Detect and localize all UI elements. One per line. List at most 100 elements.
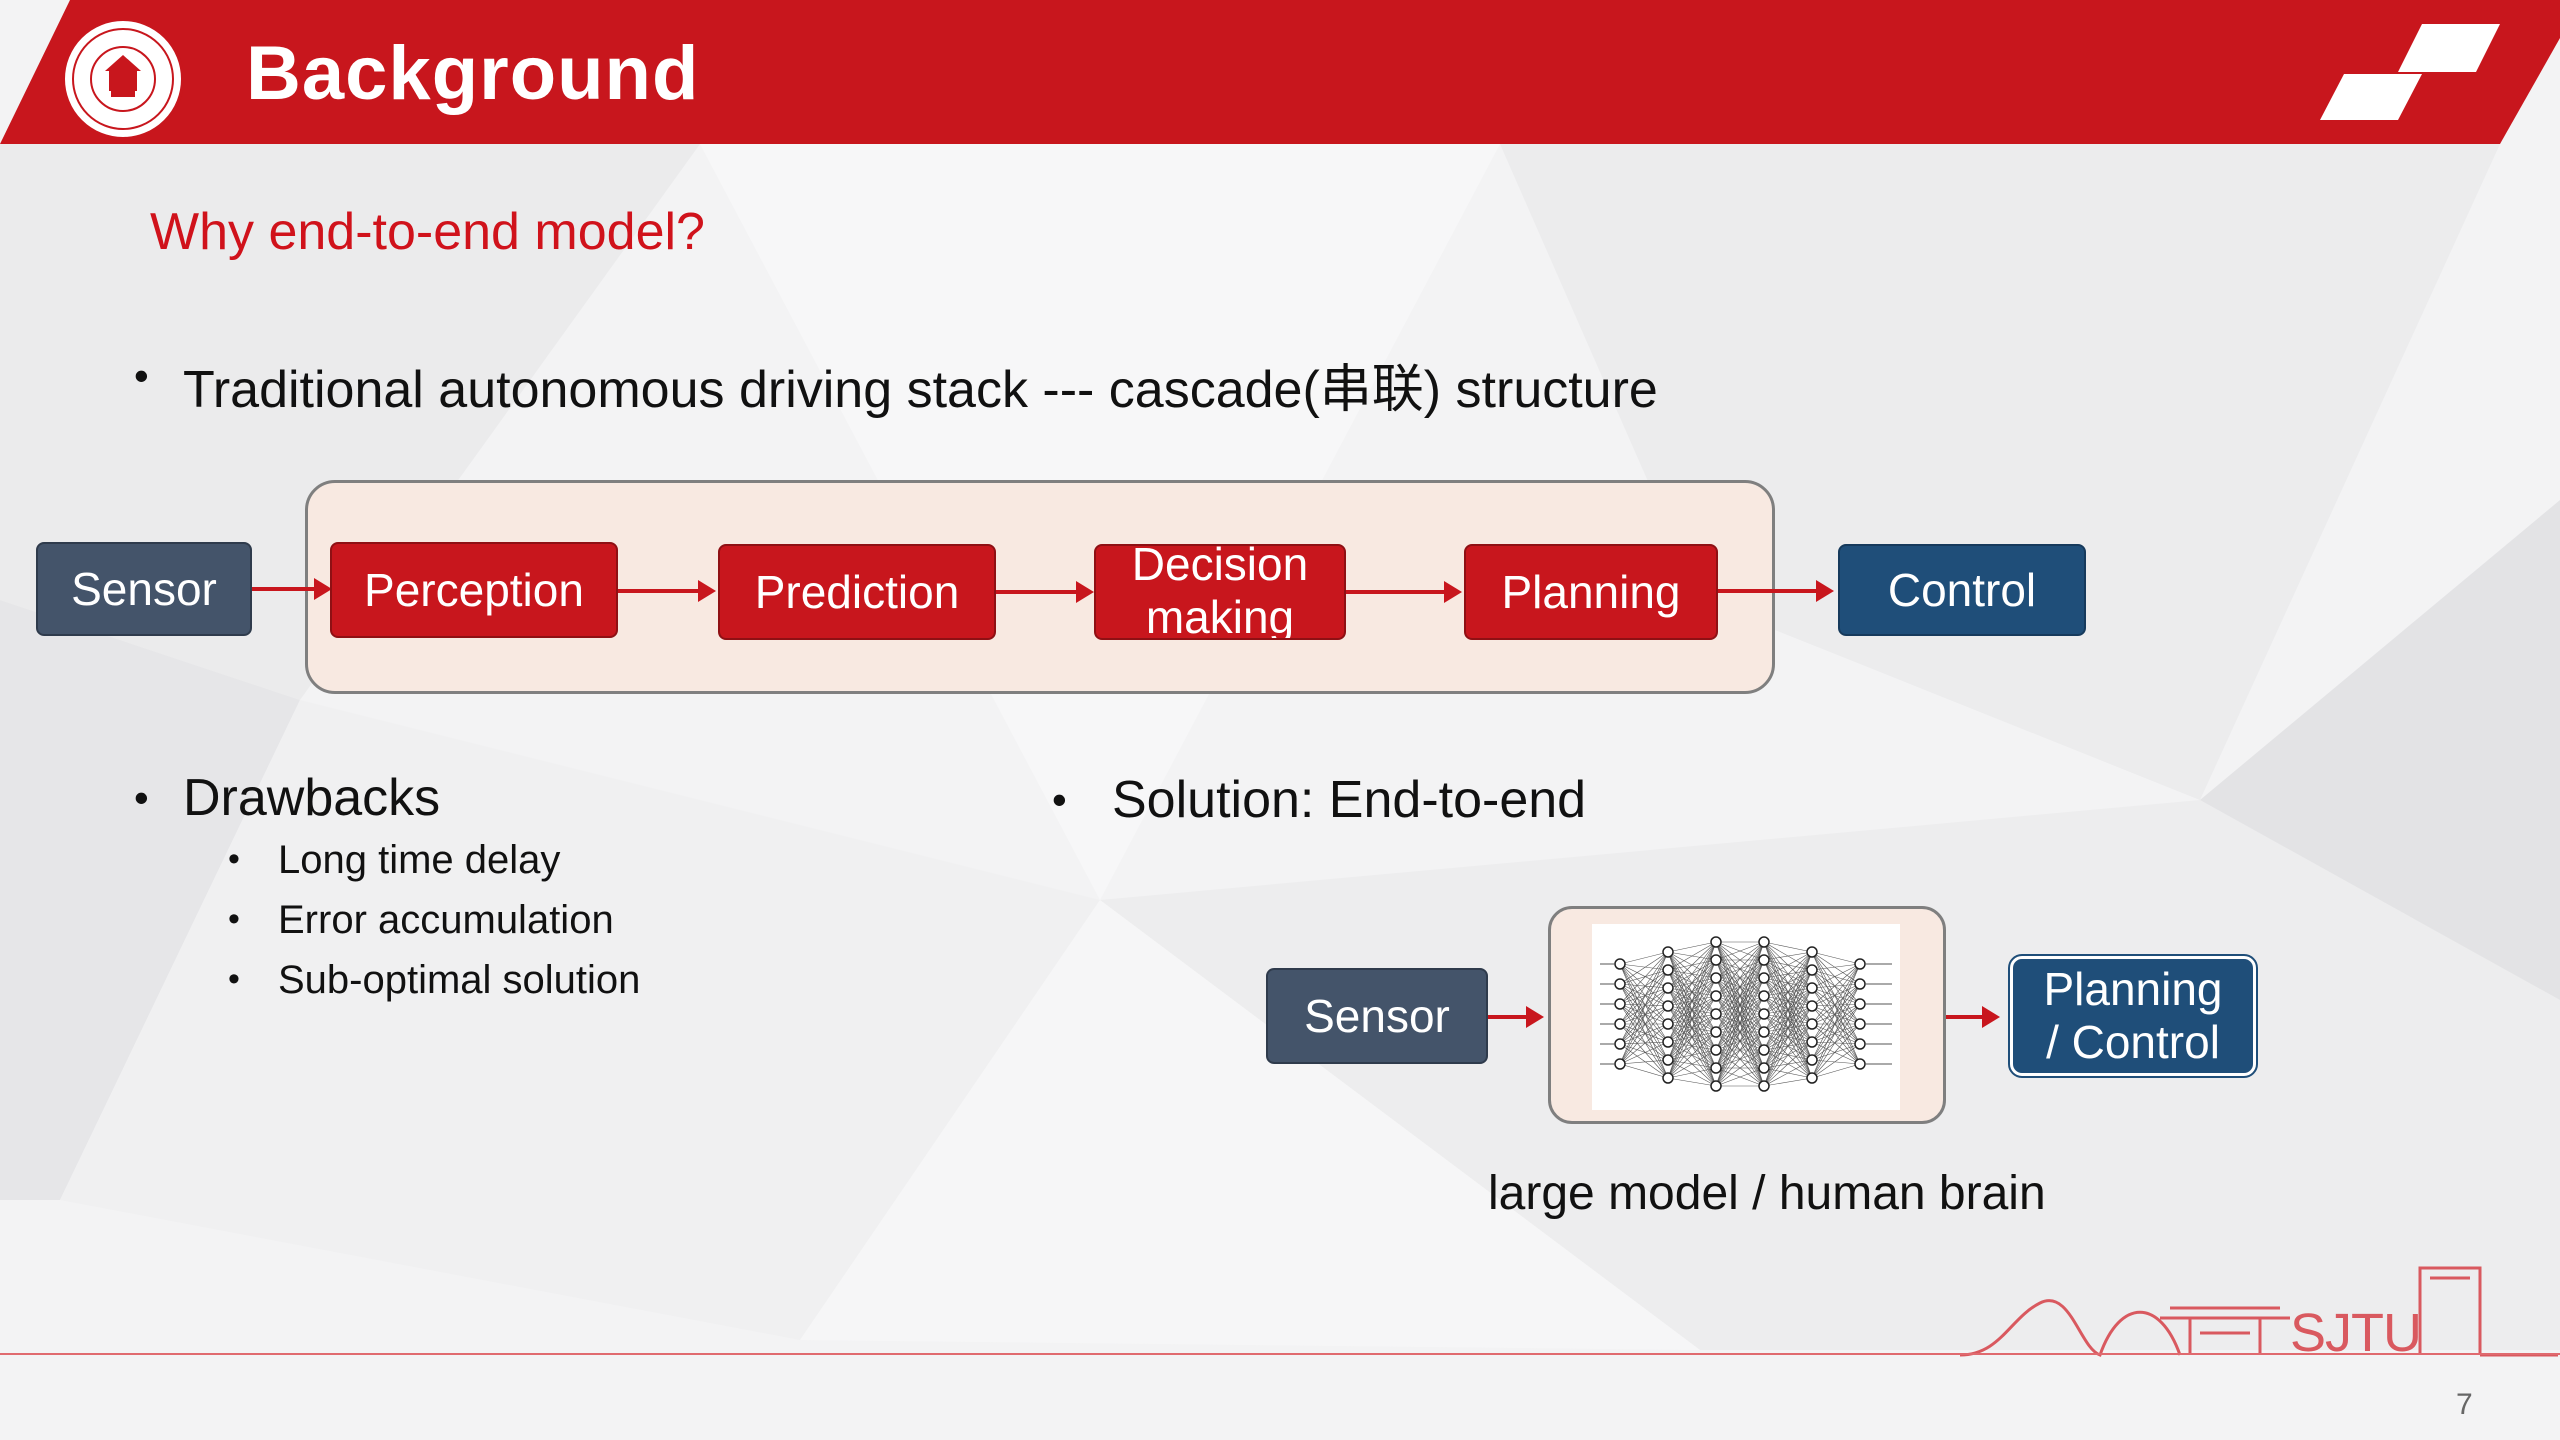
nn-connection bbox=[1715, 977, 1765, 1087]
nn-connection bbox=[1667, 941, 1717, 1007]
nn-connection bbox=[1811, 1043, 1861, 1061]
nn-connection bbox=[1763, 951, 1813, 961]
nn-node bbox=[1662, 946, 1674, 958]
nn-connection bbox=[1667, 941, 1717, 1043]
nn-connection bbox=[1619, 951, 1669, 985]
arrow-planning-to-control bbox=[1718, 580, 1834, 602]
nn-connection bbox=[1667, 941, 1717, 1061]
nn-connection bbox=[1619, 983, 1669, 1079]
nn-node bbox=[1662, 964, 1674, 976]
nn-connection bbox=[1667, 995, 1717, 1079]
arrow-sensor-to-model bbox=[1488, 1006, 1544, 1028]
nn-node bbox=[1806, 982, 1818, 994]
solution-heading: Solution: End-to-end bbox=[1112, 771, 1587, 829]
nn-node bbox=[1854, 978, 1866, 990]
nn-connection bbox=[1619, 1023, 1669, 1045]
sub-bullet-dot: • bbox=[228, 900, 240, 938]
nn-connection bbox=[1811, 983, 1861, 1025]
control-box: Control bbox=[1838, 544, 2086, 636]
nn-connection bbox=[1811, 951, 1861, 1005]
nn-connection bbox=[1619, 951, 1669, 1045]
e2e-sensor-box: Sensor bbox=[1266, 968, 1488, 1064]
nn-node bbox=[1710, 990, 1722, 1002]
nn-connection bbox=[1811, 951, 1861, 1065]
drawback-item: Error accumulation bbox=[278, 898, 614, 942]
nn-node bbox=[1710, 1044, 1722, 1056]
nn-node bbox=[1854, 998, 1866, 1010]
nn-connection bbox=[1811, 963, 1861, 971]
nn-connection bbox=[1811, 983, 1861, 1007]
nn-connection bbox=[1667, 941, 1717, 953]
nn-connection bbox=[1811, 987, 1861, 1065]
sub-bullet-dot: • bbox=[228, 840, 240, 878]
nn-connection bbox=[1763, 941, 1813, 953]
nn-connection bbox=[1811, 1003, 1861, 1061]
nn-connection bbox=[1763, 951, 1813, 1015]
nn-node bbox=[1758, 1026, 1770, 1038]
nn-connection bbox=[1811, 1041, 1861, 1045]
nn-connection bbox=[1619, 969, 1669, 1025]
footer-rule bbox=[0, 1353, 2560, 1355]
nn-node bbox=[1614, 978, 1626, 990]
nn-node bbox=[1710, 1026, 1722, 1038]
arrow-perception-to-prediction bbox=[618, 580, 716, 602]
nn-connection bbox=[1715, 1013, 1765, 1087]
nn-connection bbox=[1619, 963, 1669, 989]
nn-connection bbox=[1811, 963, 1861, 1061]
nn-connection bbox=[1619, 963, 1669, 1061]
nn-node bbox=[1806, 1018, 1818, 1030]
nn-connection bbox=[1619, 1005, 1669, 1045]
nn-connection bbox=[1619, 963, 1669, 1043]
nn-node bbox=[1806, 964, 1818, 976]
nn-connection bbox=[1619, 983, 1669, 1025]
prediction-box: Prediction bbox=[718, 544, 996, 640]
nn-connection bbox=[1811, 987, 1861, 1025]
nn-connection bbox=[1811, 1003, 1861, 1079]
nn-connection bbox=[1811, 969, 1861, 985]
nn-node bbox=[1662, 982, 1674, 994]
nn-connection bbox=[1619, 1023, 1669, 1061]
planning-control-box: Planning / Control bbox=[2008, 954, 2258, 1078]
nn-connection bbox=[1619, 1059, 1669, 1065]
nn-connection bbox=[1811, 1023, 1861, 1061]
nn-node bbox=[1710, 936, 1722, 948]
bullet-dot: • bbox=[134, 774, 149, 821]
nn-connection bbox=[1763, 1023, 1813, 1087]
arrow-decision-to-planning bbox=[1346, 581, 1462, 603]
nn-connection bbox=[1619, 963, 1669, 1079]
nn-connection bbox=[1763, 969, 1813, 1087]
nn-connection bbox=[1619, 951, 1669, 1025]
nn-connection bbox=[1619, 987, 1669, 1005]
nn-connection bbox=[1763, 1041, 1813, 1087]
nn-connection bbox=[1811, 969, 1861, 1045]
arrow-model-to-planning bbox=[1946, 1006, 2000, 1028]
nn-connection bbox=[1667, 941, 1717, 971]
nn-connection bbox=[1619, 969, 1669, 985]
nn-connection bbox=[1619, 951, 1669, 1065]
nn-connection bbox=[1811, 983, 1861, 989]
nn-connection bbox=[1715, 995, 1765, 1087]
bullet-dot: • bbox=[1052, 776, 1067, 823]
nn-connection bbox=[1619, 983, 1669, 1007]
nn-node bbox=[1854, 1058, 1866, 1070]
nn-connection bbox=[1763, 951, 1813, 1051]
sensor-box: Sensor bbox=[36, 542, 252, 636]
drawbacks-heading: Drawbacks bbox=[183, 769, 441, 827]
nn-connection bbox=[1715, 941, 1765, 979]
nn-connection bbox=[1619, 1003, 1669, 1061]
nn-connection bbox=[1811, 951, 1861, 1025]
nn-connection bbox=[1619, 983, 1669, 989]
neural-network-icon bbox=[1600, 936, 1892, 1092]
nn-connection bbox=[1667, 1049, 1717, 1079]
nn-connection bbox=[1619, 987, 1669, 1065]
nn-connection bbox=[1811, 969, 1861, 1025]
nn-connection bbox=[1811, 951, 1861, 1045]
nn-connection bbox=[1763, 951, 1813, 1033]
sjtu-gate-sketch-icon bbox=[1960, 1266, 2558, 1357]
nn-connection bbox=[1667, 1031, 1717, 1079]
nn-node bbox=[1710, 954, 1722, 966]
nn-connection bbox=[1619, 1005, 1669, 1025]
nn-connection bbox=[1667, 941, 1717, 1079]
nn-node bbox=[1806, 1072, 1818, 1084]
nn-connection bbox=[1619, 963, 1669, 1025]
